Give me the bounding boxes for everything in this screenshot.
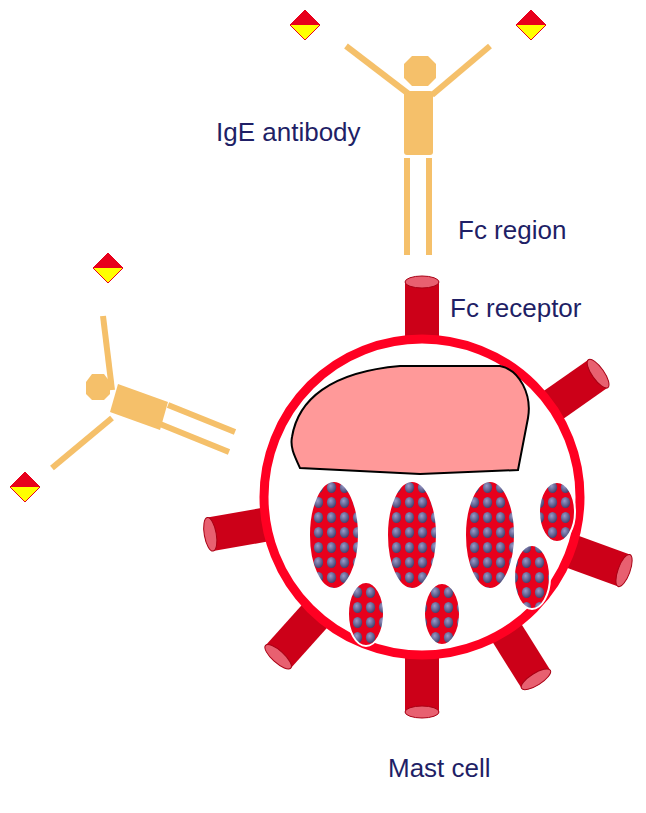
antibody-label: IgE antibody [216,118,361,147]
ige-antibody-left [10,253,235,502]
mast-cell-membrane [264,339,580,655]
receptor-label: Fc receptor [450,294,582,323]
nucleus [291,366,528,474]
cell-label: Mast cell [388,754,491,783]
granules [309,481,575,646]
region-label: Fc region [458,216,566,245]
